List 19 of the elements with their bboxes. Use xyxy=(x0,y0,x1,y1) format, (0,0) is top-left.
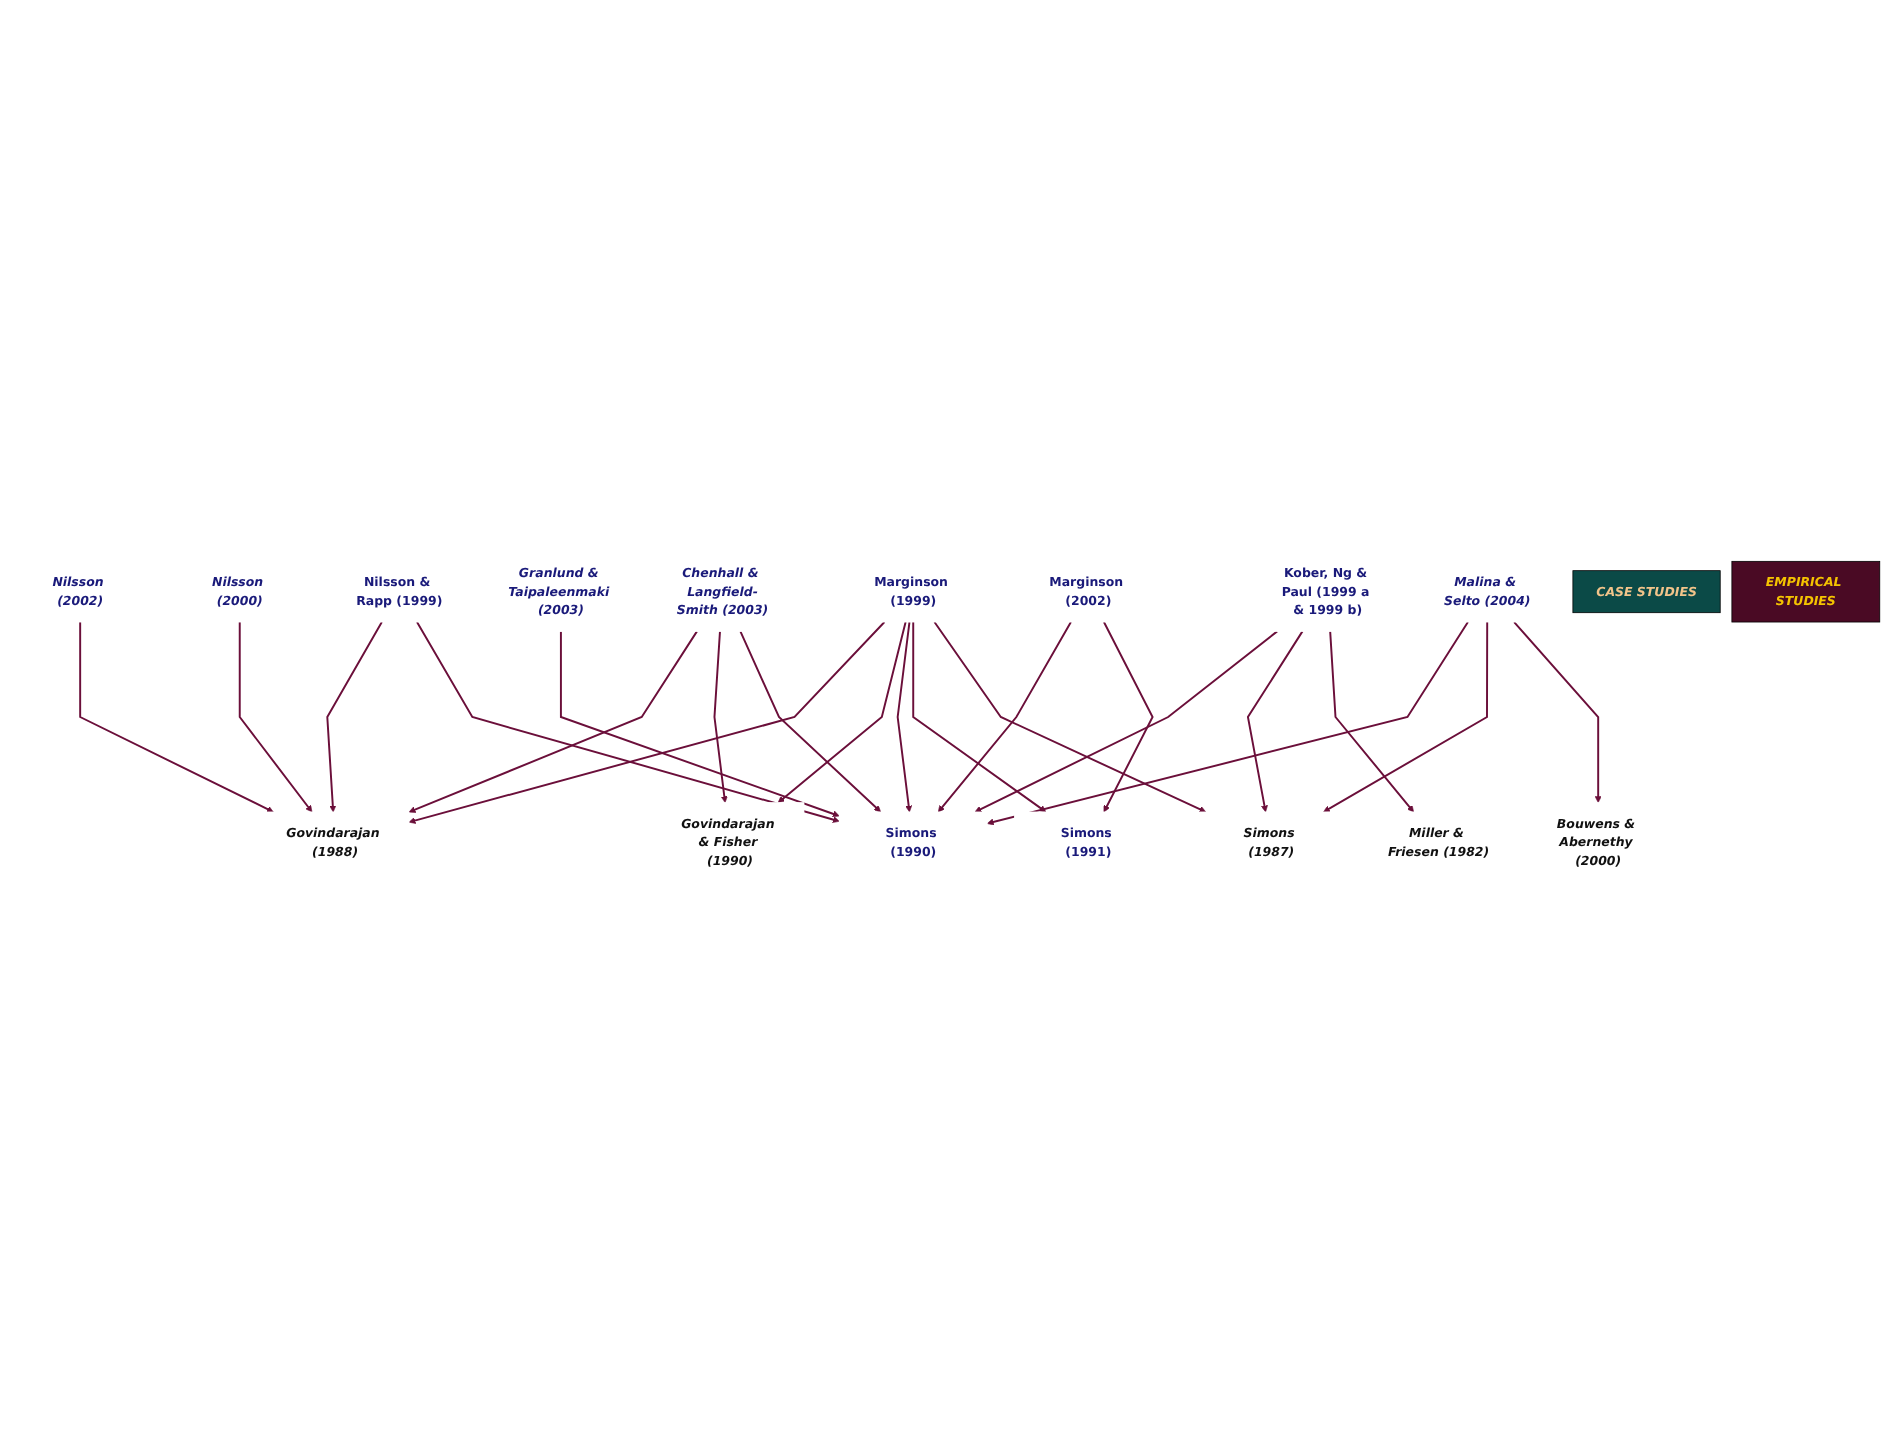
arrow xyxy=(937,621,1072,813)
arrow xyxy=(777,621,907,803)
arrow xyxy=(912,621,1047,813)
arrow xyxy=(326,621,383,813)
arrow xyxy=(974,630,1279,813)
arrow xyxy=(1323,621,1489,813)
arrow xyxy=(896,621,913,813)
arrow xyxy=(559,630,840,818)
arrow xyxy=(1513,621,1602,803)
arrow xyxy=(408,630,698,813)
arrow xyxy=(1329,630,1414,813)
arrow xyxy=(79,621,274,813)
arrow xyxy=(739,630,881,813)
arrow xyxy=(713,630,728,803)
arrow xyxy=(1102,621,1154,813)
arrow xyxy=(238,621,313,813)
arrow xyxy=(933,621,1207,813)
arrow xyxy=(986,621,1469,826)
arrow xyxy=(1246,630,1304,813)
